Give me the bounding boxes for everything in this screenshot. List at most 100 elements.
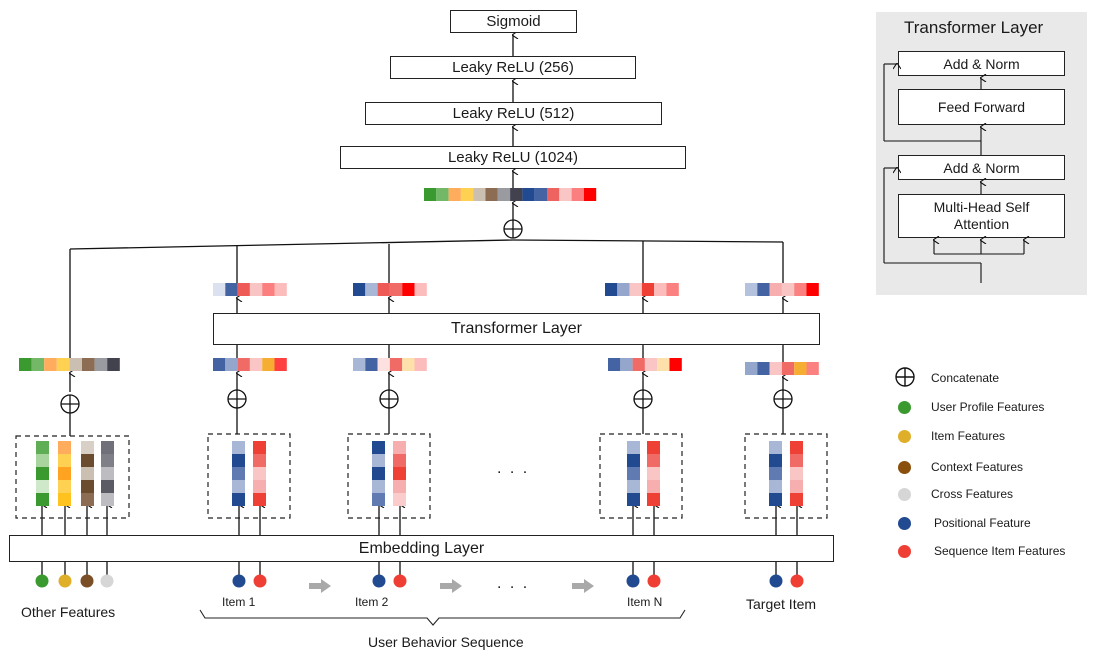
- embedding-cell: [81, 480, 94, 493]
- embedding-cell: [213, 283, 226, 296]
- sequence-arrow-icon: [440, 579, 462, 593]
- embedding-cell: [522, 188, 535, 201]
- embedding-cell: [644, 358, 658, 371]
- legend-item: Cross Features: [896, 485, 1013, 503]
- embedding-cell: [253, 480, 266, 493]
- ellipsis-bottom: . . .: [497, 575, 530, 592]
- embedding-cell: [81, 454, 94, 467]
- embedding-cell: [377, 358, 390, 371]
- item-embedding-column: [253, 441, 266, 506]
- other-feature-dot: [58, 574, 72, 588]
- embedding-cell: [232, 454, 245, 467]
- embedding-cell: [424, 188, 437, 201]
- embedding-cell: [769, 467, 782, 480]
- transformer-output-embedding: [605, 283, 679, 296]
- embedding-cell: [372, 493, 385, 506]
- concatenate-icon: [773, 389, 793, 409]
- embedding-cell: [31, 358, 45, 371]
- other-feature-dot: [35, 574, 49, 588]
- embedding-cell: [101, 493, 114, 506]
- embedding-cell: [497, 188, 511, 201]
- positional-embedding-column: [372, 441, 385, 506]
- transformer-output-embedding: [213, 283, 287, 296]
- embedding-cell: [448, 188, 461, 201]
- embedding-cell: [36, 467, 49, 480]
- positional-embedding-column: [232, 441, 245, 506]
- embedding-cell: [389, 283, 403, 296]
- embedding-cell: [58, 441, 71, 454]
- embedding-cell: [58, 467, 71, 480]
- other-features-embedding: [19, 358, 120, 371]
- embedding-cell: [353, 358, 366, 371]
- other-features-group: [15, 435, 130, 519]
- item-embedding-column: [790, 441, 803, 506]
- embedding-cell: [274, 358, 287, 371]
- embedding-cell: [769, 454, 782, 467]
- embedding-cell: [402, 358, 415, 371]
- legend-label: Cross Features: [931, 487, 1014, 501]
- embedding-cell: [571, 188, 584, 201]
- embedding-cell: [372, 454, 385, 467]
- embedding-cell: [389, 358, 403, 371]
- embedding-cell: [372, 467, 385, 480]
- embedding-cell: [249, 283, 263, 296]
- item-n-label: Item N: [627, 595, 663, 609]
- legend-dot-icon: [898, 487, 911, 501]
- feed-forward: Feed Forward: [898, 89, 1065, 125]
- embedding-cell: [107, 358, 120, 371]
- embedding-cell: [627, 493, 640, 506]
- embedding-cell: [790, 467, 803, 480]
- embedding-cell: [647, 467, 660, 480]
- item-embedding-column: [647, 441, 660, 506]
- embedding-cell: [641, 283, 655, 296]
- other-feature-column: [81, 441, 94, 506]
- embedding-cell: [253, 441, 266, 454]
- transformer-input-embedding: [745, 362, 819, 375]
- sequence-arrow-icon: [572, 579, 594, 593]
- embedding-cell: [36, 454, 49, 467]
- embedding-cell: [647, 454, 660, 467]
- concatenate-icon: [633, 389, 653, 409]
- embedding-cell: [605, 283, 618, 296]
- embedding-cell: [393, 480, 406, 493]
- transformer-input-embedding: [353, 358, 427, 371]
- transformer-layer: Transformer Layer: [213, 313, 820, 345]
- leaky-relu-256-layer: Leaky ReLU (256): [390, 56, 636, 79]
- embedding-cell: [583, 188, 597, 201]
- embedding-cell: [790, 441, 803, 454]
- embedding-cell: [627, 480, 640, 493]
- embedding-cell: [559, 188, 572, 201]
- legend-dot-icon: [898, 429, 911, 443]
- embedding-cell: [253, 493, 266, 506]
- embedding-cell: [365, 358, 378, 371]
- embedding-layer: Embedding Layer: [9, 535, 834, 562]
- embedding-cell: [372, 480, 385, 493]
- other-feature-column: [58, 441, 71, 506]
- legend-label: Concatenate: [931, 371, 1000, 385]
- embedding-cell: [781, 283, 795, 296]
- embedding-cell: [629, 283, 642, 296]
- legend-item: Item Features: [896, 427, 1005, 445]
- transformer-input-embedding: [213, 358, 287, 371]
- embedding-cell: [647, 480, 660, 493]
- transformer-detail-title: Transformer Layer: [904, 18, 1044, 37]
- item-dot: [253, 574, 267, 588]
- embedding-cell: [377, 283, 390, 296]
- ellipsis-middle: . . .: [497, 460, 530, 477]
- sequence-arrow-icon: [309, 579, 331, 593]
- embedding-cell: [253, 454, 266, 467]
- transformer-input-embedding: [608, 358, 682, 371]
- add-norm-bottom: Add & Norm: [898, 155, 1065, 180]
- embedding-cell: [393, 454, 406, 467]
- embedding-cell: [510, 188, 523, 201]
- embedding-cell: [436, 188, 449, 201]
- leaky-relu-512-layer: Leaky ReLU (512): [365, 102, 662, 125]
- embedding-marks: [15, 188, 828, 626]
- concatenate-icon: [227, 389, 247, 409]
- embedding-cell: [274, 283, 287, 296]
- item-dot: [790, 574, 804, 588]
- embedding-cell: [81, 441, 94, 454]
- embedding-cell: [769, 493, 782, 506]
- sequence-item-group: [744, 433, 828, 519]
